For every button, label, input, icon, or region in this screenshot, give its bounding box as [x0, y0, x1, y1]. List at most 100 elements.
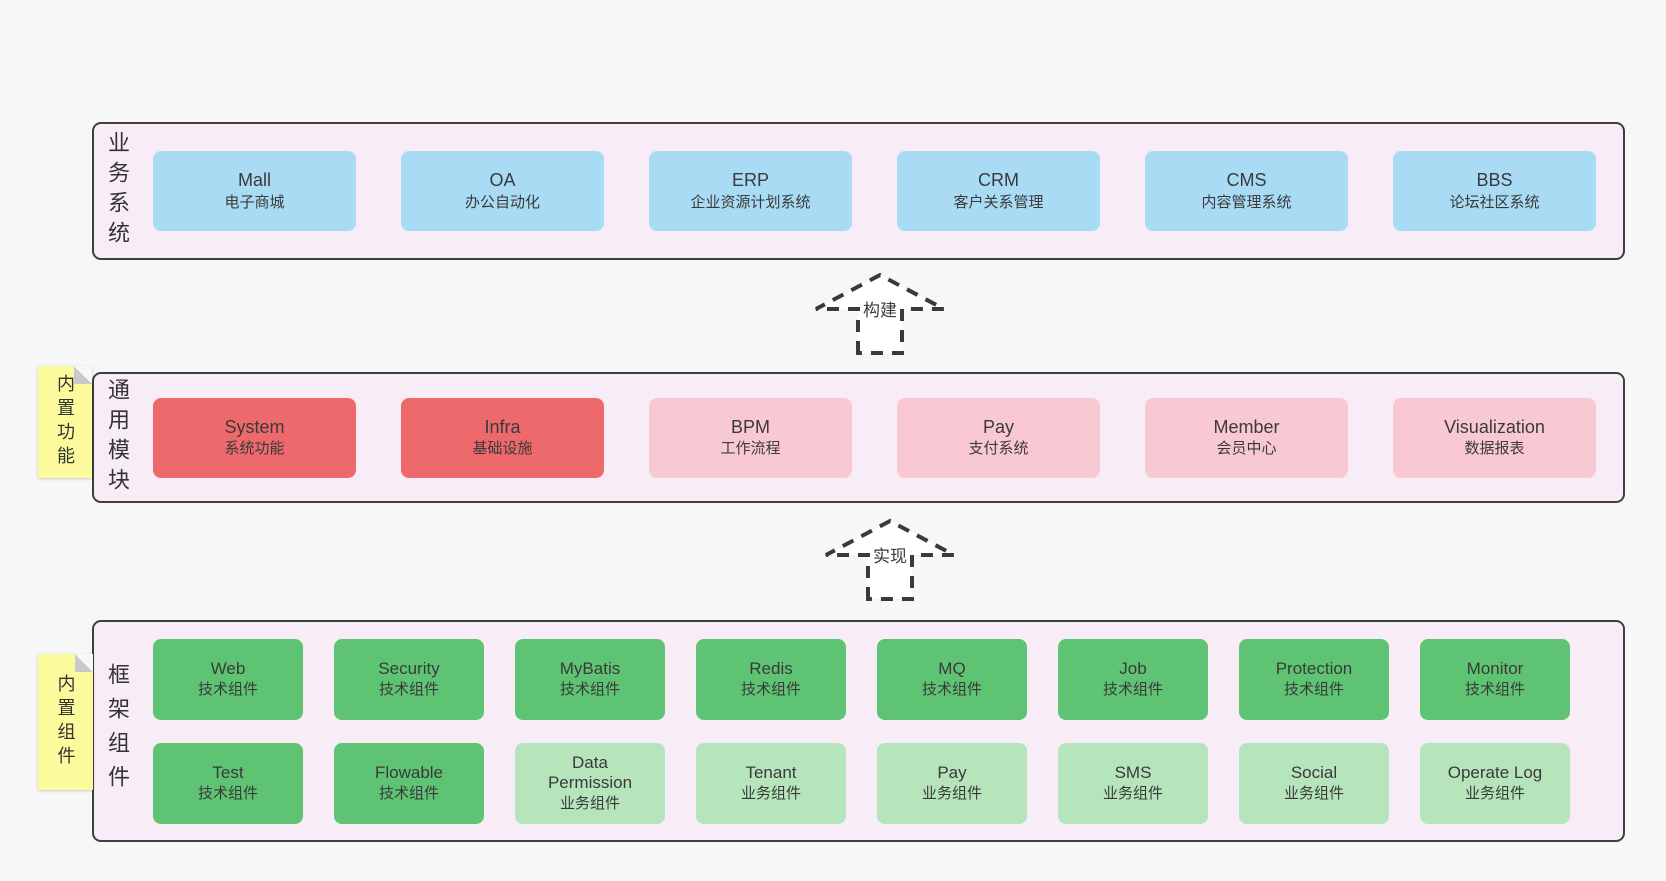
band-framework-components: 框架组件 Web 技术组件 Security 技术组件 MyBatis 技术组件… — [92, 620, 1625, 842]
components-row-1: Web 技术组件 Security 技术组件 MyBatis 技术组件 Redi… — [153, 638, 1613, 720]
box-subtitle: 电子商城 — [224, 193, 285, 211]
box-title: Member — [1213, 416, 1280, 437]
box-subtitle: 支付系统 — [968, 440, 1029, 458]
box-visualization: Visualization 数据报表 — [1393, 397, 1596, 478]
box-subtitle: 论坛社区系统 — [1449, 193, 1540, 211]
box-mall: Mall 电子商城 — [153, 151, 356, 231]
box-subtitle: 技术组件 — [740, 680, 801, 698]
box-title: MQ — [938, 658, 966, 678]
band-business-systems: 业务系统 Mall 电子商城 OA 办公自动化 ERP 企业资源计划系统 CRM… — [92, 122, 1625, 260]
box-social: Social 业务组件 — [1239, 742, 1389, 824]
box-data-permission: Data Permission 业务组件 — [515, 742, 665, 824]
box-pay: Pay 支付系统 — [897, 397, 1100, 478]
box-title: Redis — [749, 658, 793, 678]
box-subtitle: 数据报表 — [1464, 440, 1525, 458]
box-title: OA — [489, 170, 516, 191]
box-protection: Protection 技术组件 — [1239, 638, 1389, 720]
box-redis: Redis 技术组件 — [696, 638, 846, 720]
box-tenant: Tenant 业务组件 — [696, 742, 846, 824]
box-subtitle: 系统功能 — [224, 440, 285, 458]
box-subtitle: 基础设施 — [472, 440, 533, 458]
box-title: CMS — [1226, 170, 1267, 191]
box-title: Job — [1119, 658, 1147, 678]
box-title: Protection — [1275, 658, 1353, 678]
box-subtitle: 业务组件 — [559, 794, 620, 812]
box-title: Pay — [937, 762, 967, 782]
box-subtitle: 工作流程 — [720, 440, 781, 458]
box-title: Social — [1290, 762, 1338, 782]
box-sms: SMS 业务组件 — [1058, 742, 1208, 824]
sticky-note-builtin-components: 内置组件 — [38, 654, 93, 790]
business-boxes-row: Mall 电子商城 OA 办公自动化 ERP 企业资源计划系统 CRM 客户关系… — [128, 151, 1623, 231]
box-infra: Infra 基础设施 — [401, 397, 604, 478]
box-subtitle: 办公自动化 — [464, 193, 540, 211]
arrow-implement-label: 实现 — [870, 547, 910, 568]
box-subtitle: 技术组件 — [378, 784, 439, 802]
components-row-2: Test 技术组件 Flowable 技术组件 Data Permission … — [153, 742, 1613, 824]
modules-boxes-row: System 系统功能 Infra 基础设施 BPM 工作流程 Pay 支付系统… — [128, 397, 1623, 478]
box-subtitle: 业务组件 — [1283, 784, 1344, 802]
box-title: ERP — [731, 170, 769, 191]
box-title: Visualization — [1444, 416, 1545, 437]
box-title: Operate Log — [1447, 762, 1543, 782]
box-subtitle: 业务组件 — [1464, 784, 1525, 802]
folded-corner-icon — [75, 654, 93, 672]
sticky-note-label: 内置功能 — [55, 374, 75, 470]
box-member: Member 会员中心 — [1145, 397, 1348, 478]
box-cms: CMS 内容管理系统 — [1145, 151, 1348, 231]
box-bpm: BPM 工作流程 — [649, 397, 852, 478]
box-crm: CRM 客户关系管理 — [897, 151, 1100, 231]
box-subtitle: 技术组件 — [197, 680, 258, 698]
box-title: Tenant — [745, 762, 797, 782]
box-oa: OA 办公自动化 — [401, 151, 604, 231]
box-title: Web — [210, 658, 246, 678]
box-title: SMS — [1114, 762, 1152, 782]
arrow-implement: 实现 — [822, 516, 958, 602]
box-pay-biz: Pay 业务组件 — [877, 742, 1027, 824]
box-title: Data Permission — [547, 752, 633, 793]
box-title: Flowable — [374, 762, 444, 782]
box-title: Test — [212, 762, 244, 782]
arrow-build: 构建 — [812, 270, 948, 356]
band-modules-label: 通用模块 — [105, 377, 130, 498]
box-operate-log: Operate Log 业务组件 — [1420, 742, 1570, 824]
box-subtitle: 会员中心 — [1216, 440, 1277, 458]
band-components-label: 框架组件 — [105, 663, 130, 799]
box-subtitle: 技术组件 — [1464, 680, 1525, 698]
box-title: Pay — [982, 416, 1015, 437]
sticky-note-builtin-features: 内置功能 — [38, 366, 92, 478]
box-test: Test 技术组件 — [153, 742, 303, 824]
box-title: System — [224, 416, 285, 437]
box-subtitle: 技术组件 — [378, 680, 439, 698]
box-bbs: BBS 论坛社区系统 — [1393, 151, 1596, 231]
box-subtitle: 业务组件 — [740, 784, 801, 802]
box-title: BBS — [1476, 170, 1513, 191]
box-flowable: Flowable 技术组件 — [334, 742, 484, 824]
box-subtitle: 业务组件 — [1102, 784, 1163, 802]
box-job: Job 技术组件 — [1058, 638, 1208, 720]
box-erp: ERP 企业资源计划系统 — [649, 151, 852, 231]
box-title: MyBatis — [559, 658, 621, 678]
box-title: BPM — [730, 416, 770, 437]
box-title: Security — [378, 658, 440, 678]
box-subtitle: 企业资源计划系统 — [690, 193, 811, 211]
box-monitor: Monitor 技术组件 — [1420, 638, 1570, 720]
box-subtitle: 客户关系管理 — [953, 193, 1044, 211]
components-rows: Web 技术组件 Security 技术组件 MyBatis 技术组件 Redi… — [128, 638, 1623, 824]
box-subtitle: 技术组件 — [1283, 680, 1344, 698]
band-common-modules: 通用模块 System 系统功能 Infra 基础设施 BPM 工作流程 Pay… — [92, 372, 1625, 503]
arrow-build-label: 构建 — [860, 301, 900, 322]
folded-corner-icon — [74, 366, 92, 384]
box-subtitle: 技术组件 — [197, 784, 258, 802]
sticky-note-label: 内置组件 — [55, 674, 76, 770]
band-business-label: 业务系统 — [105, 131, 130, 251]
box-title: Mall — [237, 170, 271, 191]
box-title: Infra — [484, 416, 521, 437]
box-subtitle: 技术组件 — [1102, 680, 1163, 698]
box-mybatis: MyBatis 技术组件 — [515, 638, 665, 720]
box-subtitle: 内容管理系统 — [1201, 193, 1292, 211]
box-security: Security 技术组件 — [334, 638, 484, 720]
box-title: CRM — [978, 170, 1019, 191]
box-subtitle: 业务组件 — [921, 784, 982, 802]
